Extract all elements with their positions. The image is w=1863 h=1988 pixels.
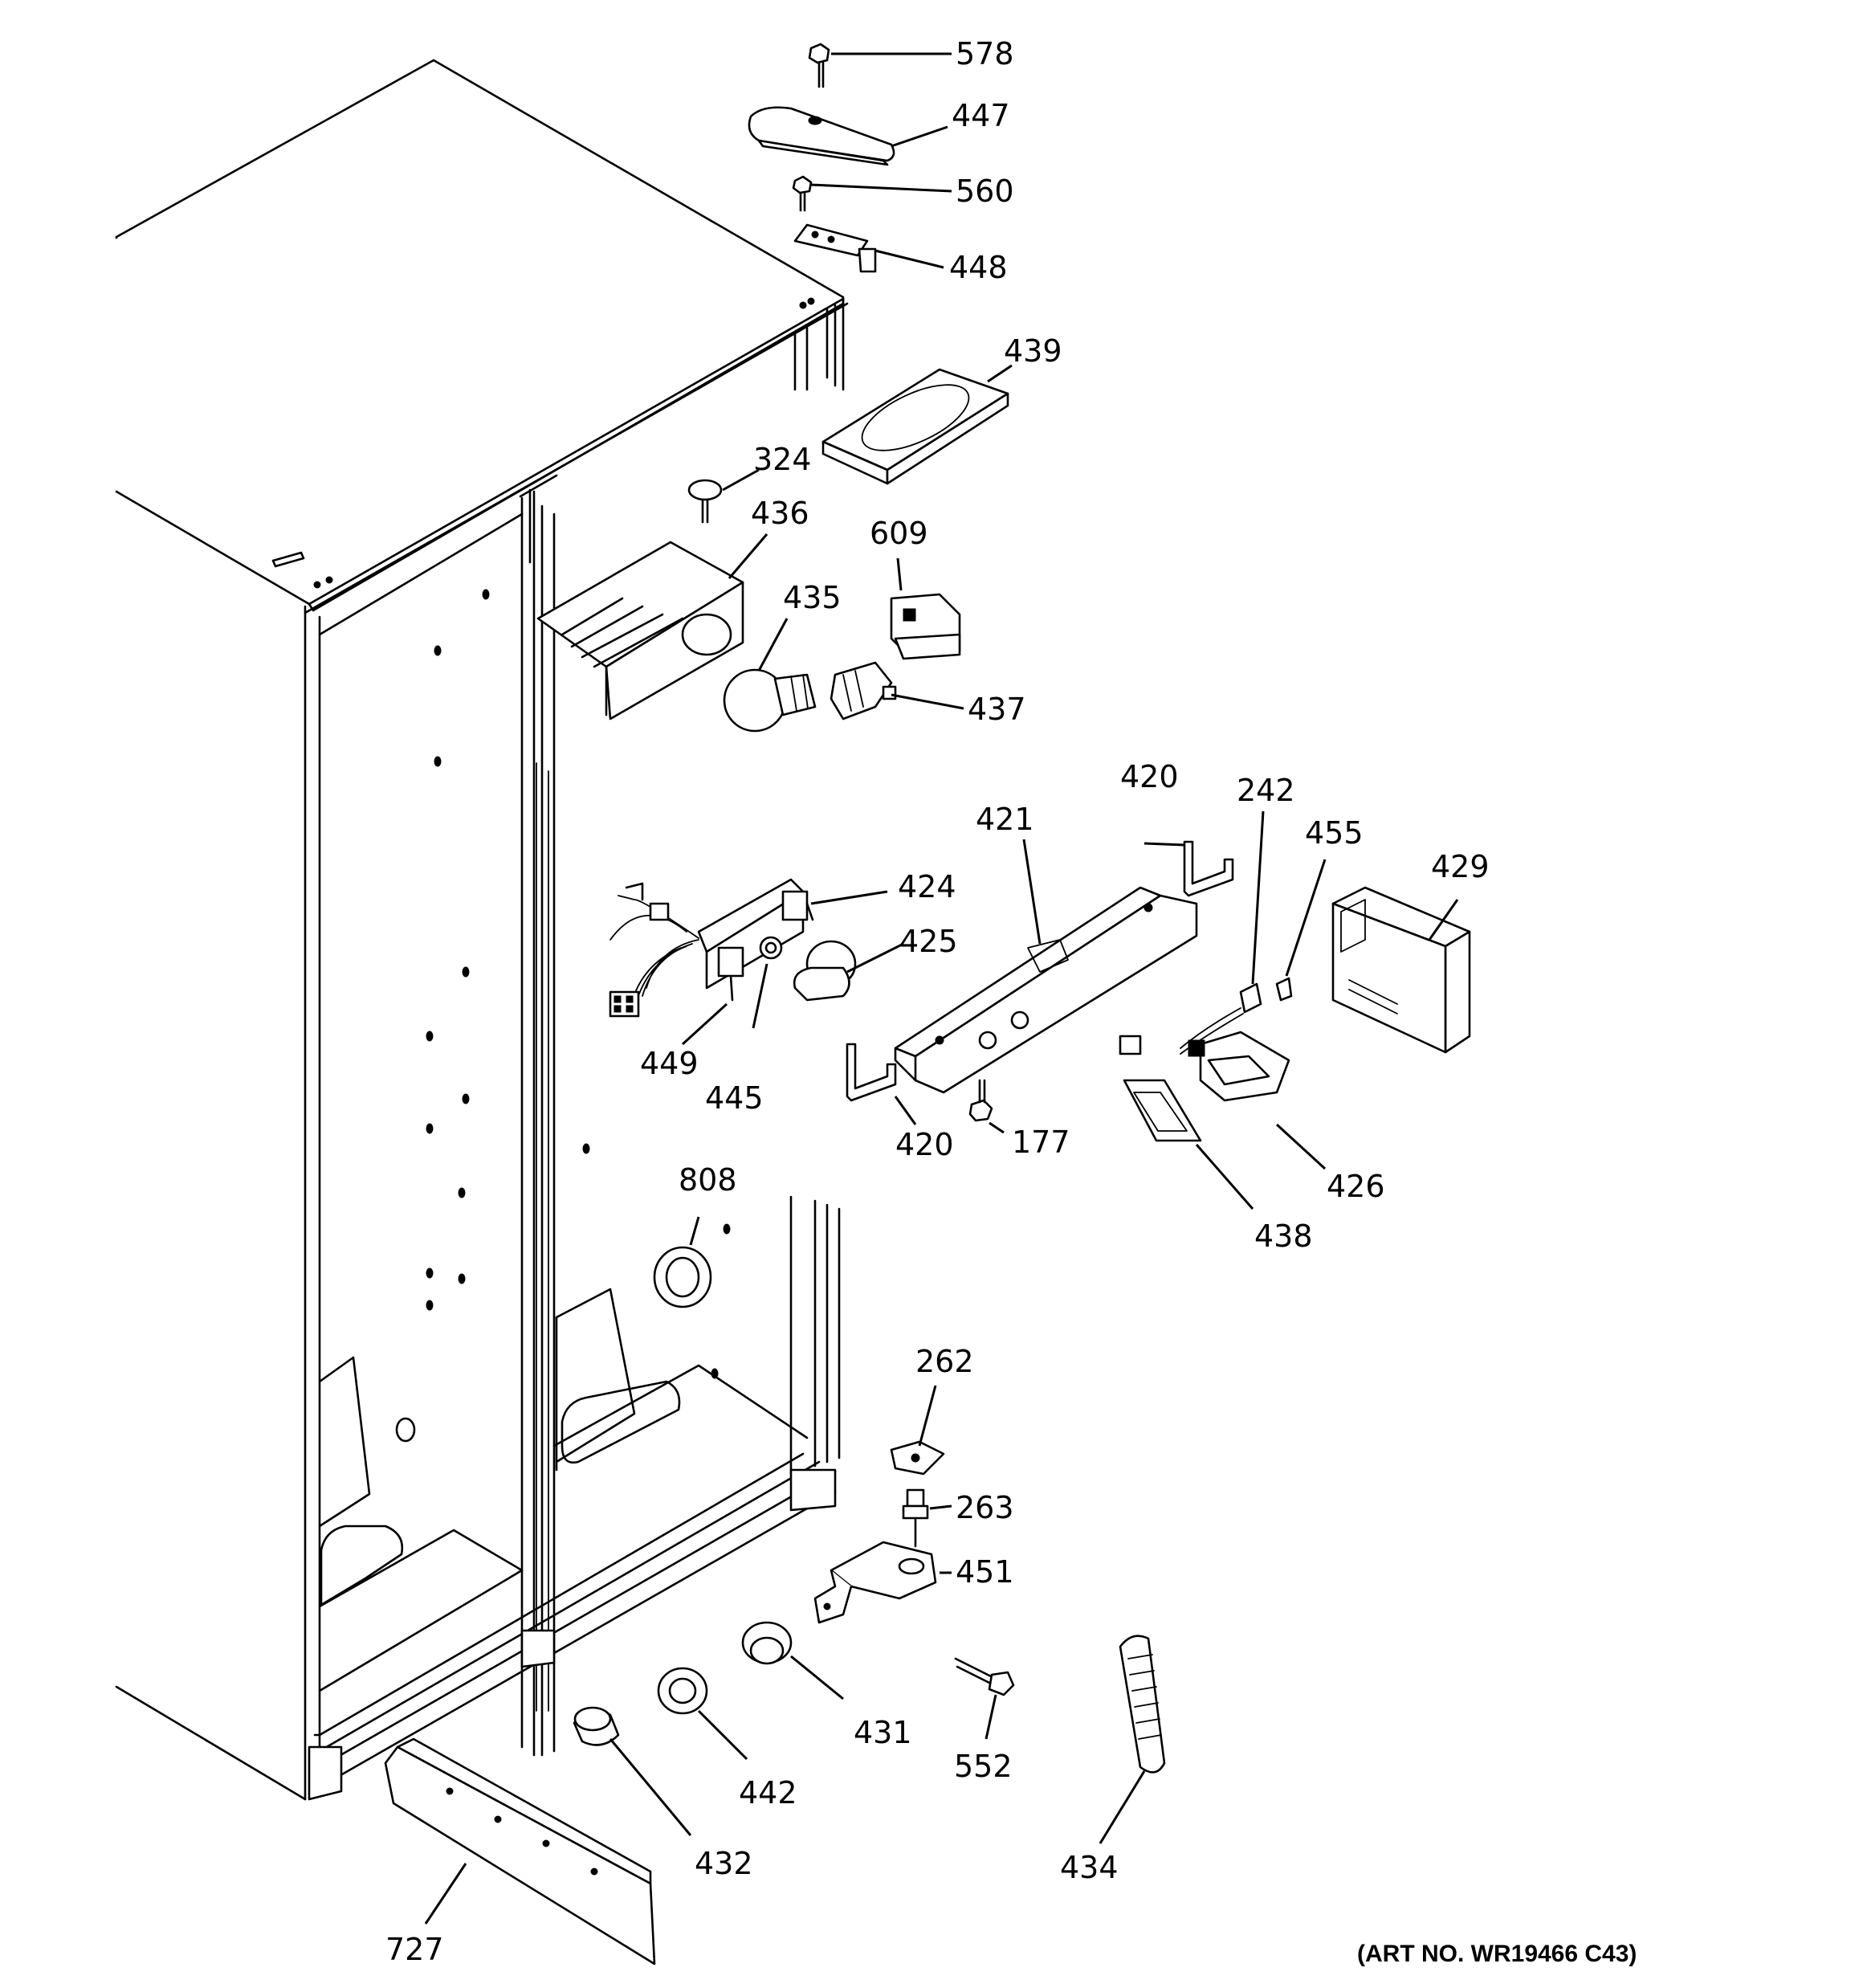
callout-429: 429 [1431, 849, 1490, 884]
art-number: (ART NO. WR19466 C43) [1357, 1941, 1637, 1967]
part-324-push-pin [687, 479, 723, 524]
callout-451: 451 [956, 1554, 1014, 1590]
callout-448: 448 [949, 250, 1008, 285]
part-727-kickplate [384, 1737, 656, 1966]
callout-420-lower: 420 [895, 1127, 954, 1162]
callout-808: 808 [679, 1162, 737, 1198]
callout-578: 578 [956, 36, 1014, 71]
callout-177: 177 [1012, 1125, 1070, 1160]
callout-449: 449 [640, 1046, 699, 1081]
callout-426: 426 [1327, 1169, 1385, 1204]
part-420-clip-lower [846, 1043, 897, 1102]
callout-324: 324 [753, 442, 812, 477]
part-439-tray [821, 368, 1009, 485]
part-447-hinge-cover [748, 106, 895, 166]
callout-727: 727 [385, 1932, 444, 1967]
refrigerator-cabinet [115, 59, 849, 1801]
part-420-clip-upper [1183, 840, 1234, 897]
part-552-bolt [954, 1657, 1015, 1696]
callout-425: 425 [899, 924, 958, 959]
callout-445: 445 [705, 1080, 764, 1116]
callout-420-upper: 420 [1120, 759, 1179, 794]
callout-263: 263 [956, 1490, 1014, 1525]
part-438-lens [1123, 1079, 1202, 1142]
callout-242: 242 [1237, 773, 1295, 808]
callout-442: 442 [739, 1775, 797, 1810]
callout-437: 437 [968, 692, 1026, 727]
part-431-bushing [741, 1621, 793, 1665]
callout-436: 436 [751, 496, 809, 531]
part-442-washer [657, 1667, 708, 1715]
part-425-control-knob [793, 940, 857, 1002]
part-434-grille [1119, 1635, 1166, 1774]
part-262-bracket [890, 1440, 945, 1476]
callout-455: 455 [1305, 815, 1364, 851]
part-448-hinge [793, 223, 877, 273]
callout-262: 262 [915, 1344, 974, 1379]
callout-labels: 578 447 560 448 439 324 436 609 435 437 … [385, 36, 1637, 1967]
part-177-screw [968, 1079, 993, 1122]
part-578-screw [808, 43, 830, 88]
callout-431: 431 [854, 1715, 912, 1750]
callout-560: 560 [956, 173, 1014, 209]
part-451-hinge [813, 1541, 937, 1624]
callout-421: 421 [976, 802, 1034, 837]
callout-447: 447 [952, 98, 1010, 133]
leader-lines [424, 52, 1459, 1925]
callout-439: 439 [1004, 333, 1062, 369]
part-426-light-module [1188, 1031, 1290, 1102]
part-421-control-housing [894, 886, 1198, 1094]
part-435-light-bulb [723, 668, 817, 733]
callout-424: 424 [898, 869, 956, 904]
part-609-switch [890, 593, 961, 660]
callout-552: 552 [954, 1749, 1013, 1784]
callout-434: 434 [1060, 1850, 1119, 1885]
callout-435: 435 [783, 580, 842, 615]
callout-438: 438 [1254, 1219, 1313, 1254]
part-436-light-shield [536, 541, 744, 720]
part-424-control-assembly [609, 878, 814, 1018]
part-437-light-socket [830, 661, 897, 720]
part-808-plug [653, 1246, 712, 1308]
part-455-harness [1119, 977, 1293, 1055]
part-560-screw [792, 175, 813, 212]
part-242-connector [1239, 982, 1262, 1014]
part-432-sleeve [573, 1706, 620, 1746]
callout-609: 609 [870, 516, 928, 551]
part-445-nut [759, 936, 783, 960]
callout-432: 432 [695, 1846, 753, 1881]
part-263-pin [902, 1488, 929, 1548]
